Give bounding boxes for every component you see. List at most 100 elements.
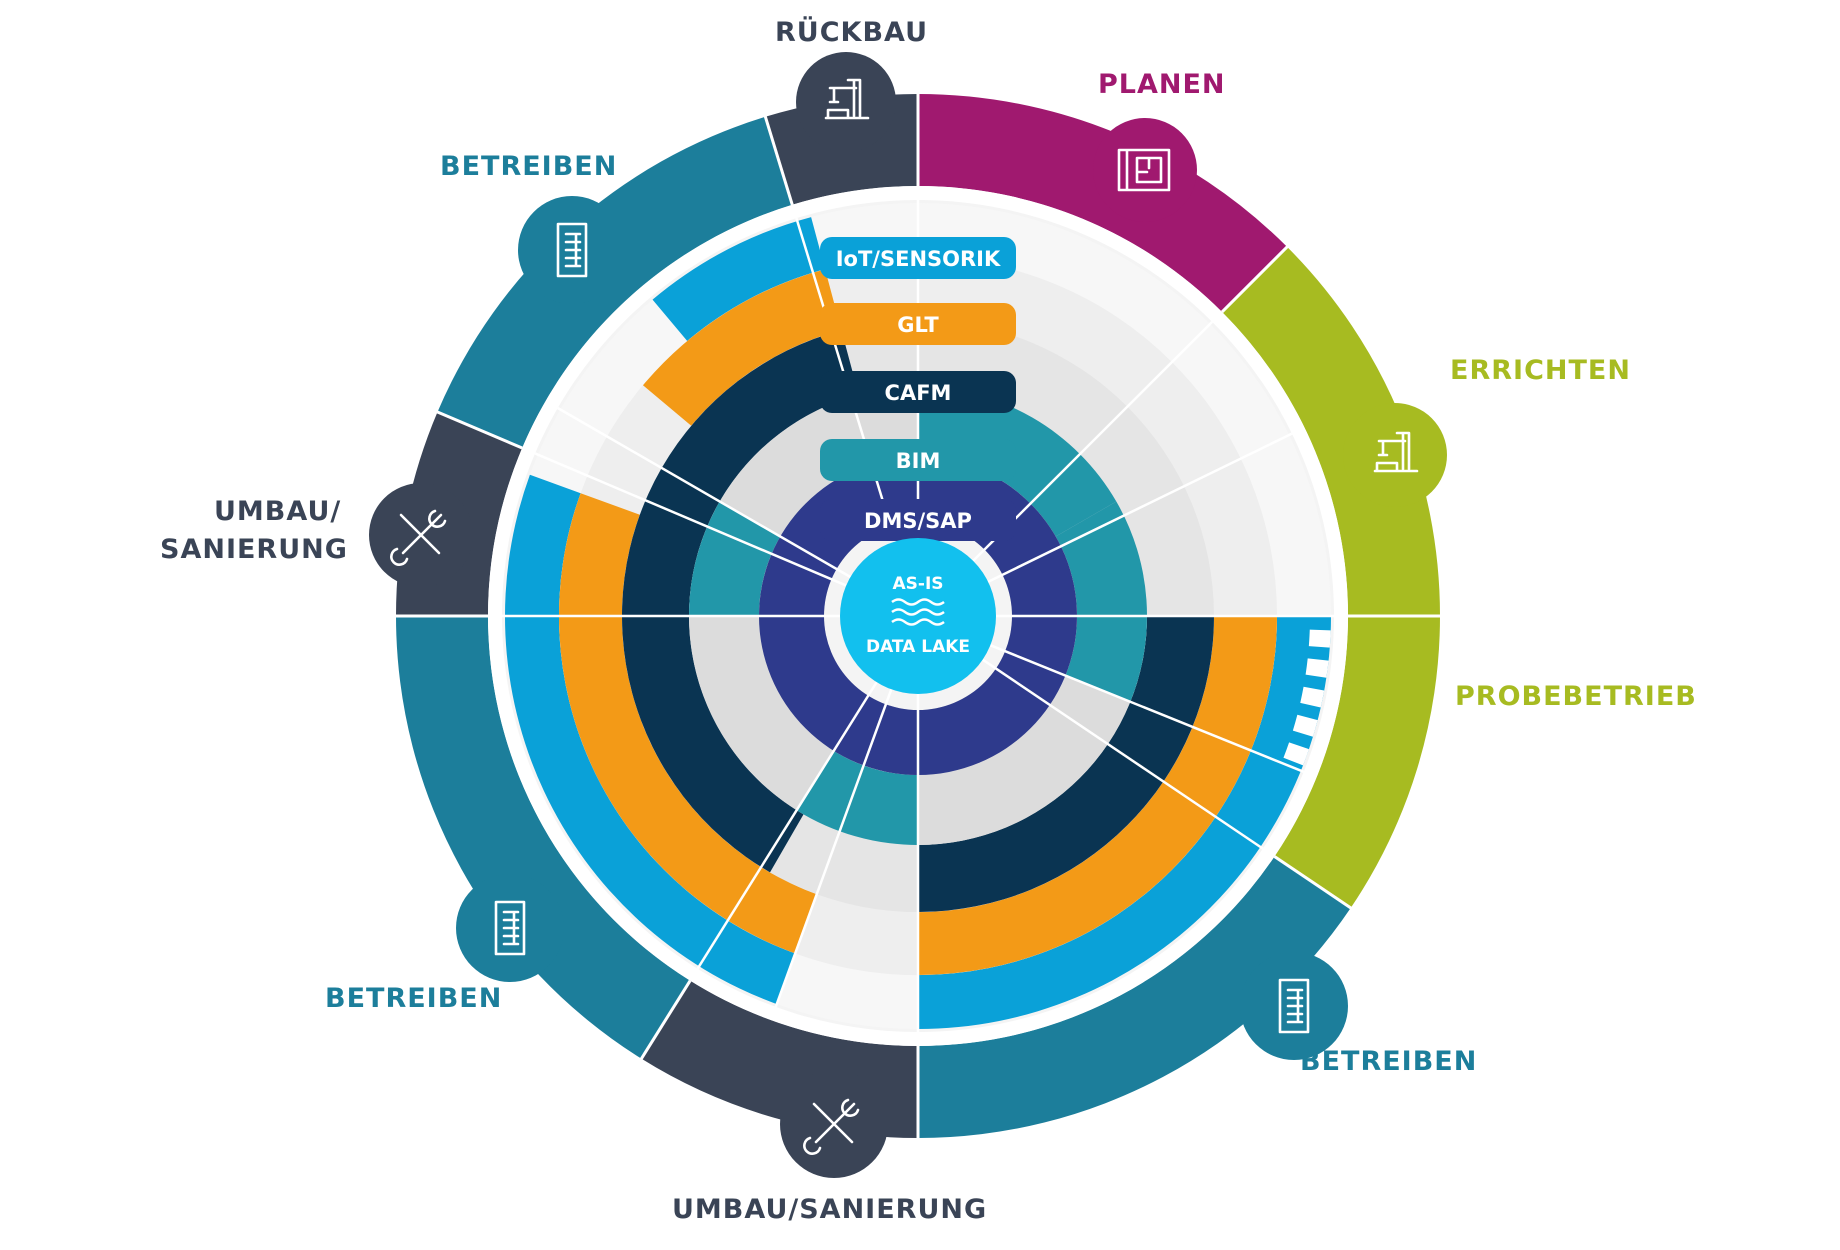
layer-pill-glt: GLT bbox=[820, 303, 1016, 345]
phase-divider-line bbox=[1220, 245, 1289, 314]
icon-circle bbox=[1093, 118, 1197, 222]
ring-segment-cafm bbox=[622, 468, 804, 873]
building-icon bbox=[518, 196, 626, 304]
ring-segment-iot bbox=[505, 474, 796, 1005]
icon-glyph bbox=[824, 78, 870, 120]
phase-icons bbox=[369, 52, 1447, 1178]
crane-icon bbox=[796, 52, 896, 152]
icon-circle bbox=[1343, 403, 1447, 507]
pill-label: DMS/SAP bbox=[864, 509, 972, 533]
crane-icon bbox=[1343, 403, 1447, 507]
tools-icon bbox=[780, 1070, 888, 1178]
building-icon bbox=[1240, 952, 1348, 1060]
phase-divider-line bbox=[435, 410, 523, 450]
icon-glyph bbox=[1373, 431, 1419, 473]
divider-lines bbox=[395, 93, 1441, 1139]
divider-line bbox=[557, 406, 854, 580]
divider-line bbox=[987, 642, 1305, 773]
blueprint-icon bbox=[1093, 118, 1197, 222]
iot-stripe bbox=[1300, 686, 1325, 708]
building-lines bbox=[494, 900, 526, 956]
center-label-line2: DATA LAKE bbox=[866, 637, 970, 657]
phase-label-planen: PLANEN bbox=[1098, 69, 1226, 100]
wave-line bbox=[891, 598, 945, 606]
phase-segment-betreiben-right bbox=[918, 856, 1351, 1138]
phase-label-umbau-bottom: UMBAU/SANIERUNG bbox=[672, 1194, 988, 1225]
icon-glyph bbox=[390, 509, 447, 566]
wave-line bbox=[891, 608, 945, 616]
icon-glyph bbox=[1117, 148, 1171, 192]
phase-segment-planen bbox=[918, 94, 1288, 312]
ring-segment-cafm bbox=[918, 616, 1214, 912]
pill-label: GLT bbox=[897, 313, 939, 337]
phase-divider-line bbox=[763, 115, 794, 206]
ring-segment-bim bbox=[1055, 501, 1148, 702]
iot-stripe bbox=[1283, 742, 1309, 766]
phase-label-betreiben-top: BETREIBEN bbox=[440, 151, 618, 182]
ring-segment-cafm bbox=[661, 330, 859, 502]
ring-segment-iot bbox=[652, 217, 826, 341]
ring-segment-bim bbox=[918, 387, 1117, 537]
icon-glyph bbox=[1278, 978, 1310, 1034]
layer-pill-dmssap: DMS/SAP bbox=[820, 499, 1016, 541]
wave-line bbox=[891, 618, 945, 626]
pill-background bbox=[820, 499, 1016, 541]
pill-background bbox=[820, 237, 1016, 279]
icon-glyph bbox=[494, 900, 526, 956]
ring-segment-iot bbox=[918, 616, 1331, 1029]
tools-lines bbox=[390, 509, 447, 566]
divider-line bbox=[774, 686, 894, 1008]
icon-glyph bbox=[803, 1098, 860, 1155]
ring-segment-bim bbox=[689, 501, 781, 616]
phase-label-umbau-left-line1: UMBAU/ bbox=[214, 496, 342, 527]
phase-segment-betreiben-left bbox=[396, 616, 691, 1059]
divider-line bbox=[984, 432, 1293, 585]
layer-pill-bim: BIM bbox=[820, 439, 1016, 481]
ring-segment-glt bbox=[918, 616, 1277, 975]
divider-line bbox=[979, 656, 1264, 850]
tools-icon bbox=[369, 483, 473, 587]
building-lines bbox=[1278, 978, 1310, 1034]
phase-segment-probebetrieb bbox=[1274, 616, 1440, 908]
pill-background bbox=[820, 439, 1016, 481]
pill-label: CAFM bbox=[885, 381, 952, 405]
phase-label-betreiben-left: BETREIBEN bbox=[325, 983, 503, 1014]
center-label-line1: AS-IS bbox=[892, 574, 943, 594]
pill-label: BIM bbox=[896, 449, 941, 473]
center-circle bbox=[840, 538, 996, 694]
layer-pill-cafm: CAFM bbox=[820, 371, 1016, 413]
ring-segment-glt bbox=[559, 493, 817, 954]
phase-label-betreiben-right: BETREIBEN bbox=[1300, 1046, 1478, 1077]
layer-pill-iotsensorik: IoT/SENSORIK bbox=[820, 237, 1016, 279]
iot-stripe bbox=[1305, 658, 1329, 678]
phase-label-errichten: ERRICHTEN bbox=[1450, 355, 1631, 386]
layer-labels: IoT/SENSORIK GLT CAFM BIM DMS/SAP bbox=[820, 237, 1016, 541]
building-lines bbox=[556, 222, 588, 278]
divider-line bbox=[696, 678, 880, 970]
water-waves-icon bbox=[891, 598, 945, 626]
phase-label-probebetrieb: PROBEBETRIEB bbox=[1455, 681, 1697, 712]
phase-label-umbau-left-line2: SANIERUNG bbox=[160, 534, 348, 565]
building-icon bbox=[456, 874, 564, 982]
phase-label-rueckbau: RÜCKBAU bbox=[775, 17, 929, 48]
iot-stripe bbox=[1308, 629, 1331, 648]
pill-background bbox=[820, 371, 1016, 413]
divider-line bbox=[534, 452, 850, 588]
phase-divider-line bbox=[1273, 855, 1353, 910]
ring-segment-bim bbox=[796, 750, 918, 845]
blueprint-lines bbox=[1117, 148, 1171, 192]
pill-label: IoT/SENSORIK bbox=[836, 247, 1001, 271]
phase-divider-line bbox=[639, 979, 692, 1061]
data-lake-center: AS-IS DATA LAKE bbox=[840, 538, 996, 694]
crane-lines bbox=[1373, 431, 1419, 473]
pill-background bbox=[820, 303, 1016, 345]
iot-stripe bbox=[1292, 714, 1318, 737]
phase-segment-errichten bbox=[1222, 246, 1440, 616]
icon-circle bbox=[796, 52, 896, 152]
ring-segment-glt bbox=[642, 269, 842, 426]
tools-lines bbox=[803, 1098, 860, 1155]
crane-lines bbox=[824, 78, 870, 120]
icon-glyph bbox=[556, 222, 588, 278]
